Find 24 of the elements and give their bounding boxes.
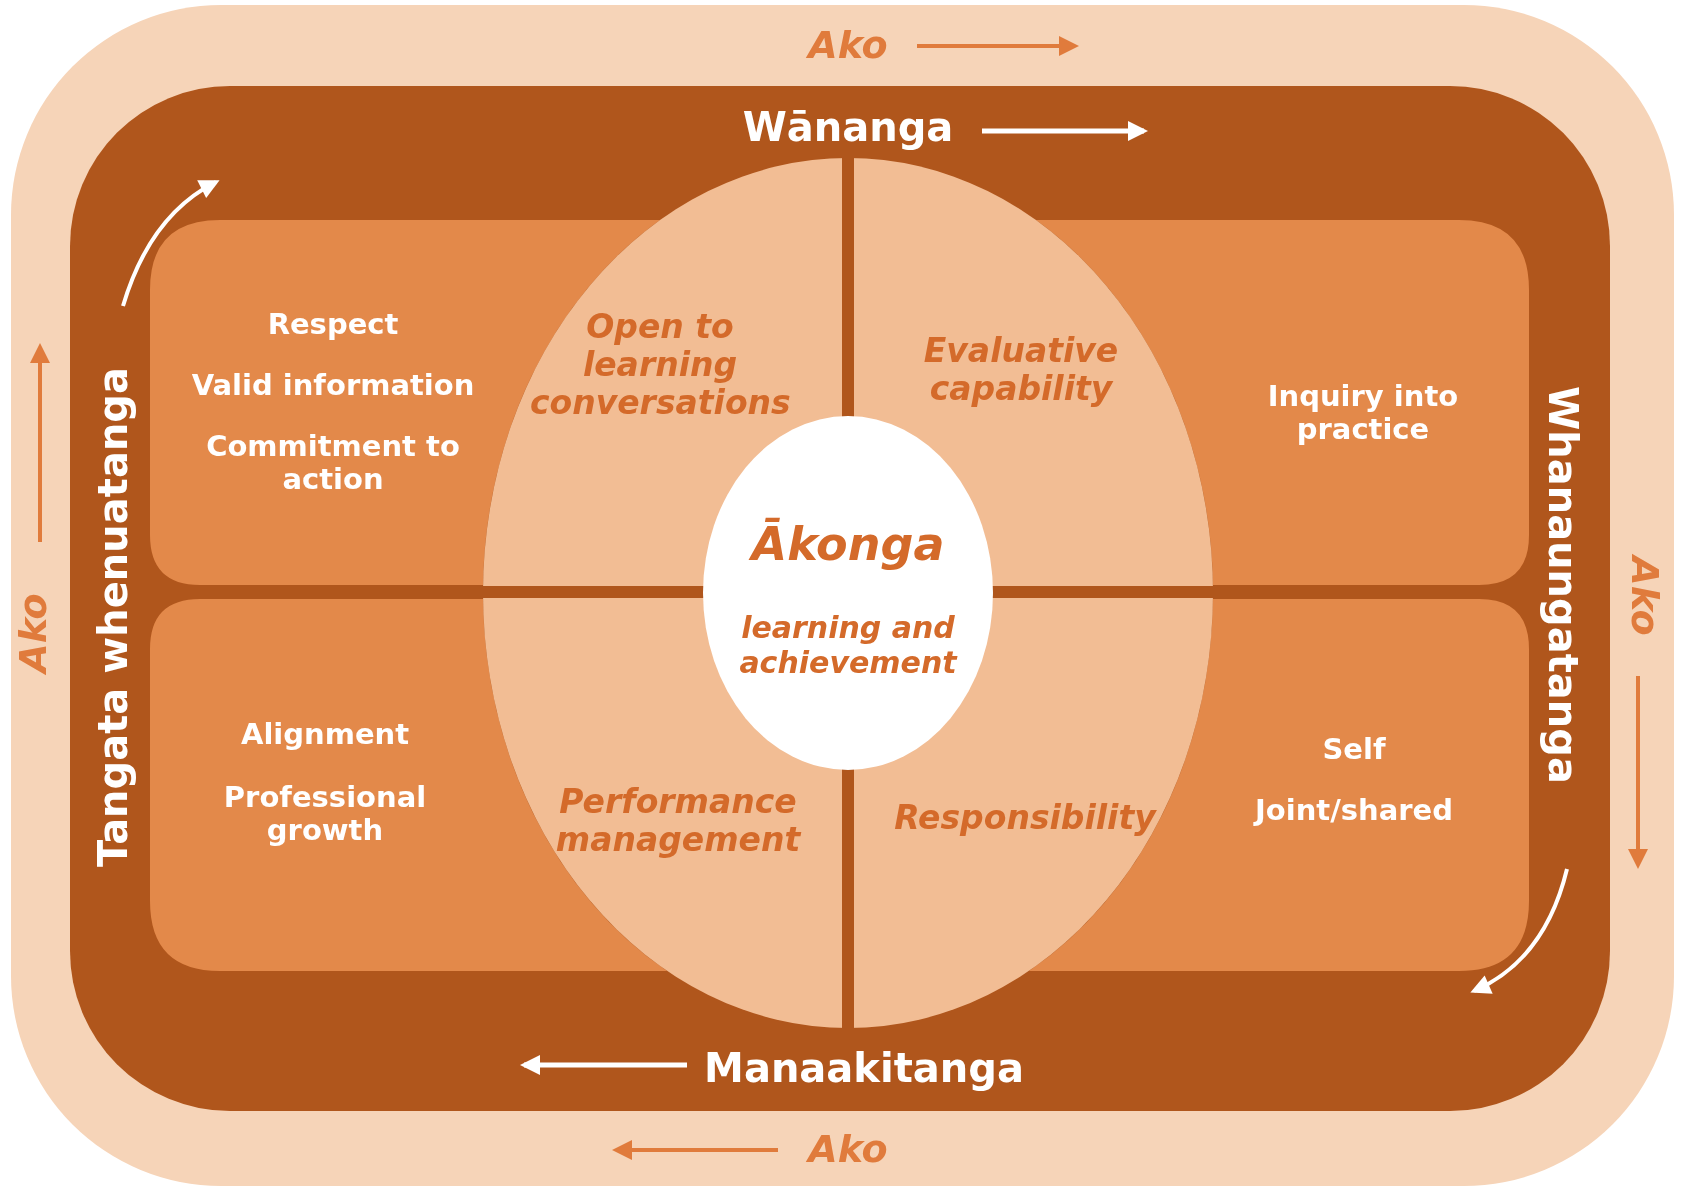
outer-band [11, 5, 1674, 1186]
quadrant-title: Evaluative capability [922, 332, 1120, 408]
band-label: Ako [12, 592, 56, 677]
principle-text: Inquiry into practice [1266, 379, 1460, 447]
quadrant-title: Responsibility [893, 799, 1158, 837]
center-title: Ākonga [718, 517, 978, 571]
principle-text: Respect [266, 308, 400, 342]
principle-text: Joint/shared [1252, 794, 1454, 828]
quadrant-title: Performance management [554, 783, 803, 859]
inner-band [70, 86, 1610, 1111]
band-label: Tangata whenuatanga [90, 366, 136, 869]
principle-text: Valid information [190, 369, 476, 403]
principle-text: Professional growth [222, 780, 428, 848]
principle-text: Self [1321, 733, 1387, 767]
band-label: Ako [805, 24, 889, 68]
principle-text: Commitment to action [205, 429, 461, 497]
center-subtitle: learning and achievement [738, 610, 959, 680]
band-label: Manaakitanga [703, 1045, 1025, 1091]
principle-text: Alignment [239, 718, 411, 752]
band-label: Ako [805, 1128, 889, 1172]
band-label: Ako [1622, 553, 1666, 638]
quadrant-title: Open to learning conversations [530, 308, 790, 422]
band-label: Whanaungatanga [1540, 385, 1586, 786]
band-label: Wānanga [741, 104, 955, 150]
